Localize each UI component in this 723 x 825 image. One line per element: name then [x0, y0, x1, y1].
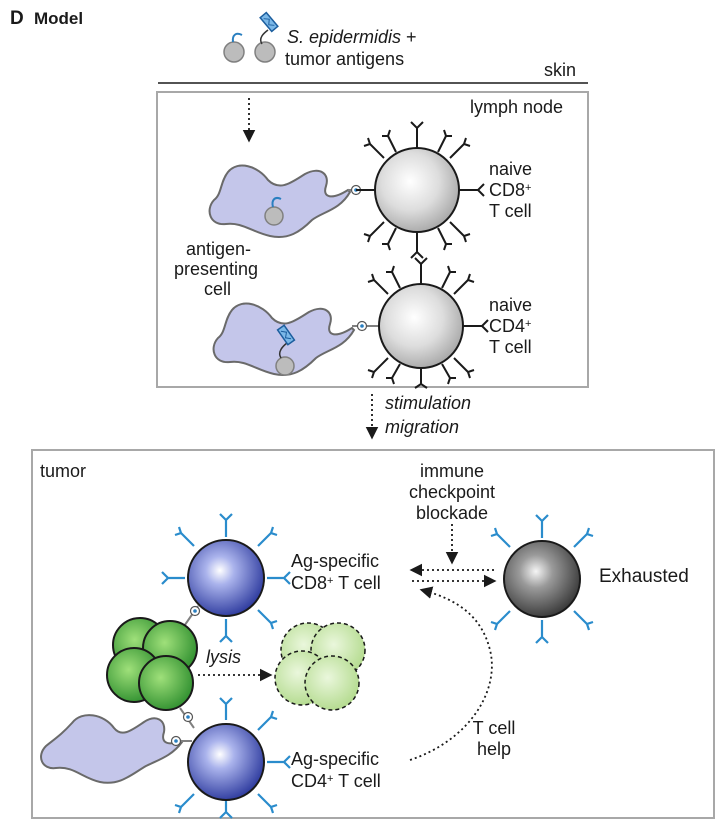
panel-letter: D	[10, 8, 24, 29]
lysis-label: lysis	[206, 647, 241, 667]
ag-cd8-label: Ag-specific CD8+ T cell	[291, 551, 381, 593]
synapse-tumor-cd4-icon	[179, 707, 195, 729]
naive-cd8-line1: naive	[489, 159, 533, 179]
bacteria-name: S. epidermidis	[287, 27, 402, 47]
naive-cd4-line1: naive	[489, 295, 533, 315]
lysed-tumor-cells-icon	[274, 622, 366, 711]
checkpoint-label: immune checkpoint blockade	[408, 461, 496, 523]
naive-cd8-line3: T cell	[489, 201, 532, 221]
stimulation-label: stimulation	[385, 393, 472, 413]
exhaustion-arrows	[409, 563, 497, 588]
skin-label: skin	[544, 60, 577, 80]
lymph-node-label: lymph node	[470, 97, 564, 117]
bacteria-and-antigens-icon	[223, 11, 279, 63]
naive-cd4-line3: T cell	[489, 337, 532, 357]
naive-cd4-line2: CD4+	[489, 316, 532, 336]
ag-specific-cd4-tcell-icon	[174, 697, 291, 819]
naive-cd8-label: naive CD8+ T cell	[489, 159, 532, 222]
naive-cd4-label: naive CD4+ T cell	[489, 295, 532, 358]
exhausted-tcell-icon	[490, 514, 594, 644]
tcell-help-label: T cell help	[472, 718, 516, 759]
bacteria-plus: +	[401, 27, 417, 47]
apc-label: antigen- presenting cell	[174, 239, 259, 299]
tumor-box	[31, 449, 715, 819]
panel-title: Model	[34, 9, 84, 28]
synapse-apc-cd4-icon	[170, 735, 192, 747]
tumor-label: tumor	[40, 461, 87, 481]
exhausted-label: Exhausted	[599, 566, 689, 587]
tumor-cell-cluster-icon	[106, 617, 198, 711]
bacteria-label: S. epidermidis +	[287, 27, 417, 48]
synapse-cd4-icon	[352, 320, 380, 332]
naive-cd8-tcell-icon	[356, 121, 485, 259]
ag-specific-cd8-tcell-icon	[161, 513, 291, 643]
naive-cd4-tcell-icon	[367, 257, 489, 389]
apc-cd4-icon	[212, 302, 356, 376]
naive-cd8-line2: CD8+	[489, 180, 532, 200]
lymph-node-box	[156, 91, 589, 388]
apc-cd8-icon	[208, 164, 352, 238]
antigens-label: tumor antigens	[285, 49, 405, 69]
ag-cd4-label: Ag-specific CD4+ T cell	[291, 749, 381, 791]
migration-label: migration	[385, 417, 460, 437]
tumor-apc-icon	[40, 714, 184, 784]
